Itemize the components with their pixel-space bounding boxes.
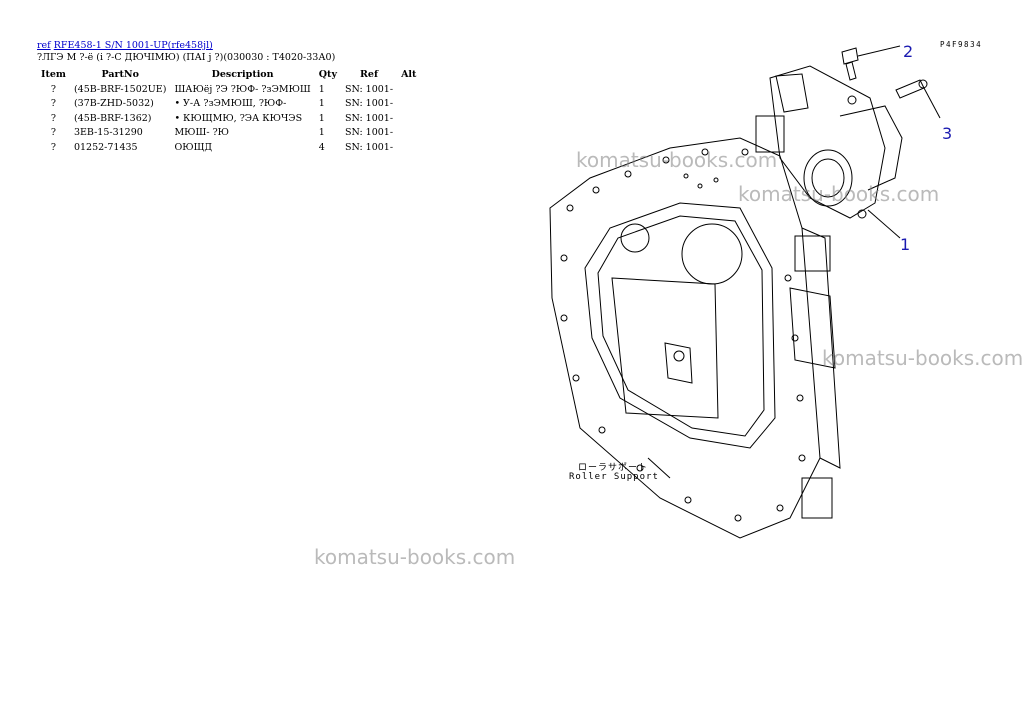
parts-diagram bbox=[549, 45, 941, 539]
bracket bbox=[664, 342, 693, 384]
cell-description: ОЮЩД bbox=[174, 141, 213, 153]
roller-support-assembly bbox=[755, 65, 903, 219]
col-alt: Alt bbox=[401, 68, 417, 80]
cell-partno: (45B-BRF-1502UE) bbox=[73, 83, 167, 95]
cell-item: ? bbox=[50, 98, 57, 110]
pin-part bbox=[841, 47, 859, 81]
cell-qty: 1 bbox=[318, 127, 325, 139]
side-block-lower bbox=[801, 477, 833, 519]
cell-alt bbox=[397, 140, 420, 155]
table-row: ? 3EB-15-31290 МЮШ- ?Ю 1 SN: 1001- bbox=[37, 126, 420, 141]
table-row: ? (45B-BRF-1362) • КЮЩМЮ, ?ЭА КЮЧЭЅ 1 SN… bbox=[37, 111, 420, 126]
callout-2: 2 bbox=[903, 42, 914, 61]
cell-alt bbox=[397, 97, 420, 112]
watermark: komatsu-books.com bbox=[576, 148, 778, 172]
bolt-part bbox=[895, 79, 928, 99]
table-row: ? 01252-71435 ОЮЩД 4 SN: 1001- bbox=[37, 140, 420, 155]
callout-1: 1 bbox=[900, 235, 911, 254]
col-qty: Qty bbox=[318, 68, 337, 80]
col-partno: PartNo bbox=[101, 68, 139, 80]
ref-link[interactable]: ref bbox=[37, 40, 51, 51]
table-row: ? (37B-ZHD-5032) • У-А ?зЭМЮШ, ?ЮФ- 1 SN… bbox=[37, 97, 420, 112]
watermark: komatsu-books.com bbox=[314, 545, 516, 569]
diagram-code: P4F9834 bbox=[940, 40, 983, 49]
cell-item: ? bbox=[50, 112, 57, 124]
table-row: ? (45B-BRF-1502UE) ШАЮёј ?Э ?ЮФ- ?зЭМЮШ … bbox=[37, 82, 420, 97]
leader-roller bbox=[647, 457, 671, 479]
roller-support-label-en: Roller Support bbox=[569, 472, 659, 482]
col-description: Description bbox=[211, 68, 274, 80]
roller-support-label-jp: ローラサポート bbox=[578, 463, 649, 473]
cell-partno: 3EB-15-31290 bbox=[73, 127, 143, 139]
cell-description: ШАЮёј ?Э ?ЮФ- ?зЭМЮШ bbox=[174, 83, 311, 95]
cell-qty: 1 bbox=[318, 83, 325, 95]
col-item: Item bbox=[41, 68, 66, 80]
leader-3 bbox=[923, 87, 941, 119]
cell-ref: SN: 1001- bbox=[344, 127, 394, 139]
watermark: komatsu-books.com bbox=[822, 346, 1024, 370]
bolt-holes bbox=[560, 148, 806, 522]
cell-item: ? bbox=[50, 141, 57, 153]
cell-item: ? bbox=[50, 127, 57, 139]
cell-description: • У-А ?зЭМЮШ, ?ЮФ- bbox=[174, 98, 287, 110]
inner-opening bbox=[584, 202, 776, 449]
cell-partno: (45B-BRF-1362) bbox=[73, 112, 152, 124]
cell-alt bbox=[397, 82, 420, 97]
page-subtitle: ?ЛГЭ М ?-ё (і ?-С ДЮЧІМЮ) (ПАІ ј ?)(0300… bbox=[37, 52, 336, 63]
cell-qty: 1 bbox=[318, 98, 325, 110]
leader-1 bbox=[867, 209, 901, 239]
watermark: komatsu-books.com bbox=[738, 182, 940, 206]
left-hole bbox=[620, 223, 650, 253]
cell-partno: 01252-71435 bbox=[73, 141, 138, 153]
cell-item: ? bbox=[50, 83, 57, 95]
cell-ref: SN: 1001- bbox=[344, 98, 394, 110]
cell-description: МЮШ- ?Ю bbox=[174, 127, 230, 139]
cell-alt bbox=[397, 126, 420, 141]
parts-table: Item PartNo Description Qty Ref Alt ? (4… bbox=[37, 66, 420, 155]
callout-3: 3 bbox=[942, 124, 953, 143]
breadcrumb: ref RFE458-1 S/N 1001-UP(rfe458jl) bbox=[37, 40, 213, 52]
inner-edge bbox=[597, 215, 765, 437]
upper-hole bbox=[681, 223, 743, 285]
model-link[interactable]: RFE458-1 S/N 1001-UP(rfe458jl) bbox=[53, 40, 213, 51]
side-block-upper bbox=[794, 235, 831, 272]
cell-ref: SN: 1001- bbox=[344, 112, 394, 124]
leader-2 bbox=[857, 45, 901, 57]
cell-qty: 1 bbox=[318, 112, 325, 124]
table-header-row: Item PartNo Description Qty Ref Alt bbox=[37, 66, 420, 82]
cell-alt bbox=[397, 111, 420, 126]
cell-ref: SN: 1001- bbox=[344, 141, 394, 153]
plate-side bbox=[801, 227, 841, 469]
cell-description: • КЮЩМЮ, ?ЭА КЮЧЭЅ bbox=[174, 112, 303, 124]
cell-qty: 4 bbox=[318, 141, 325, 153]
cell-partno: (37B-ZHD-5032) bbox=[73, 98, 154, 110]
col-ref: Ref bbox=[360, 68, 379, 80]
inner-window bbox=[611, 277, 719, 419]
cell-ref: SN: 1001- bbox=[344, 83, 394, 95]
